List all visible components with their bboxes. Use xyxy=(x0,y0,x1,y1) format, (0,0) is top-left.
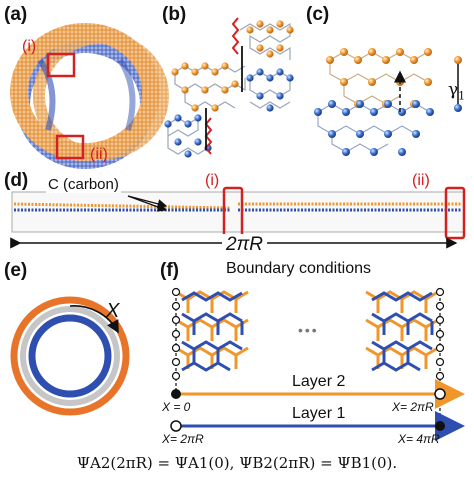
boundary-lattices xyxy=(170,287,465,441)
coordinate-arrow xyxy=(69,305,119,334)
coordinate-x-label: X xyxy=(106,300,120,322)
marker-ii-a: (ii) xyxy=(90,146,108,163)
layer1-start-dot xyxy=(170,420,182,432)
unrolled-strip-illustration xyxy=(10,186,466,249)
layer1-label: Layer 1 xyxy=(292,405,346,422)
panel-label-e: (e) xyxy=(4,260,28,281)
layer2-label: Layer 2 xyxy=(292,373,346,390)
stacked-bilayer-illustration xyxy=(314,48,462,156)
layer-fragments-illustration xyxy=(164,17,294,158)
x4piR-label: X= 4πR xyxy=(398,432,440,446)
circumference-label: 2πR xyxy=(222,234,268,256)
panel-label-c: (c) xyxy=(306,4,330,25)
carbon-label: C (carbon) xyxy=(46,176,121,193)
panel-label-f: (f) xyxy=(160,260,179,281)
layer2-start-dot xyxy=(171,389,181,399)
boundary-equation: ΨA2(2πR) = ΨA1(0), ΨB2(2πR) = ΨB1(0). xyxy=(76,454,398,472)
highlight-box-i xyxy=(46,52,76,78)
cut-zigzag-top xyxy=(231,17,240,55)
marker-i-d: (i) xyxy=(205,172,220,189)
x2piR-top-label: X= 2πR xyxy=(392,400,434,414)
highlight-box-ii xyxy=(55,134,85,160)
orange-chain-left xyxy=(13,202,231,210)
blue-atoms-b xyxy=(164,68,294,158)
panel-label-a: (a) xyxy=(4,4,28,25)
layer1-end-dot xyxy=(435,421,445,431)
gamma-subscript: 1 xyxy=(458,89,466,103)
marker-i-a: (i) xyxy=(22,38,37,55)
x0-label: X = 0 xyxy=(162,400,191,414)
right-lattice xyxy=(365,290,439,372)
gamma-symbol: γ xyxy=(448,80,459,100)
marker-ii-d: (ii) xyxy=(412,172,430,189)
x2piR-bottom-label: X= 2πR xyxy=(162,432,204,446)
orange-atoms-b xyxy=(171,20,294,112)
boundary-conditions-title: Boundary conditions xyxy=(226,260,371,277)
bilayer-tube-illustration xyxy=(10,23,169,169)
concentric-rings-illustration xyxy=(10,296,130,416)
gamma1-label: γ1 xyxy=(448,80,465,102)
panel-label-d: (d) xyxy=(4,170,29,191)
left-lattice xyxy=(175,290,249,372)
ellipsis: ••• xyxy=(298,322,319,338)
layer2-end-dot xyxy=(434,388,446,400)
edge-sites xyxy=(171,287,445,381)
panel-label-b: (b) xyxy=(162,4,187,25)
